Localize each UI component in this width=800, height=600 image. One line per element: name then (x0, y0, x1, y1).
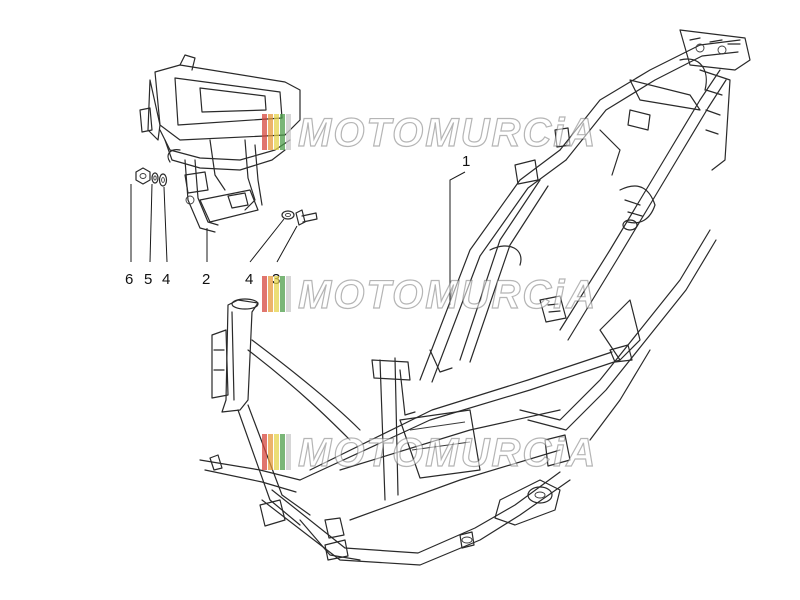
watermark-logo-bottom: MOTOMURCiA (262, 430, 597, 476)
watermark-stripe (262, 434, 267, 470)
watermark-stripes (262, 114, 291, 150)
watermark-logo-top: MOTOMURCiA (262, 110, 597, 156)
watermark-stripes (262, 276, 291, 312)
watermark-stripe (268, 114, 273, 150)
leader-lines (130, 171, 466, 305)
callout-nut: 6 (125, 271, 133, 288)
watermark-logo-middle: MOTOMURCiA (262, 272, 597, 318)
watermark-stripe (280, 434, 285, 470)
callout-washer-left: 4 (162, 271, 170, 288)
washer-small-drawing (151, 172, 159, 184)
watermark-text: MOTOMURCiA (298, 431, 597, 475)
main-frame-drawing (199, 29, 751, 566)
watermark-stripe (274, 114, 279, 150)
watermark-stripe (286, 434, 291, 470)
bolt-drawing (295, 209, 318, 226)
callout-washer-right: 4 (245, 271, 253, 288)
watermark-text: MOTOMURCiA (298, 273, 597, 317)
watermark-stripe (268, 276, 273, 312)
watermark-stripe (262, 276, 267, 312)
callout-washer-small: 5 (144, 271, 152, 288)
watermark-text: MOTOMURCiA (298, 111, 597, 155)
watermark-stripe (280, 114, 285, 150)
watermark-stripe (286, 276, 291, 312)
watermark-stripe (268, 434, 273, 470)
watermark-stripe (280, 276, 285, 312)
watermark-stripe (274, 434, 279, 470)
watermark-stripe (262, 114, 267, 150)
watermark-stripe (286, 114, 291, 150)
watermark-stripe (274, 276, 279, 312)
washer-right-drawing (281, 210, 295, 220)
watermark-stripes (262, 434, 291, 470)
washer-left-drawing (158, 173, 168, 187)
nut-drawing (135, 167, 151, 185)
callout-bracket: 2 (202, 271, 210, 288)
callout-frame: 1 (462, 153, 470, 170)
